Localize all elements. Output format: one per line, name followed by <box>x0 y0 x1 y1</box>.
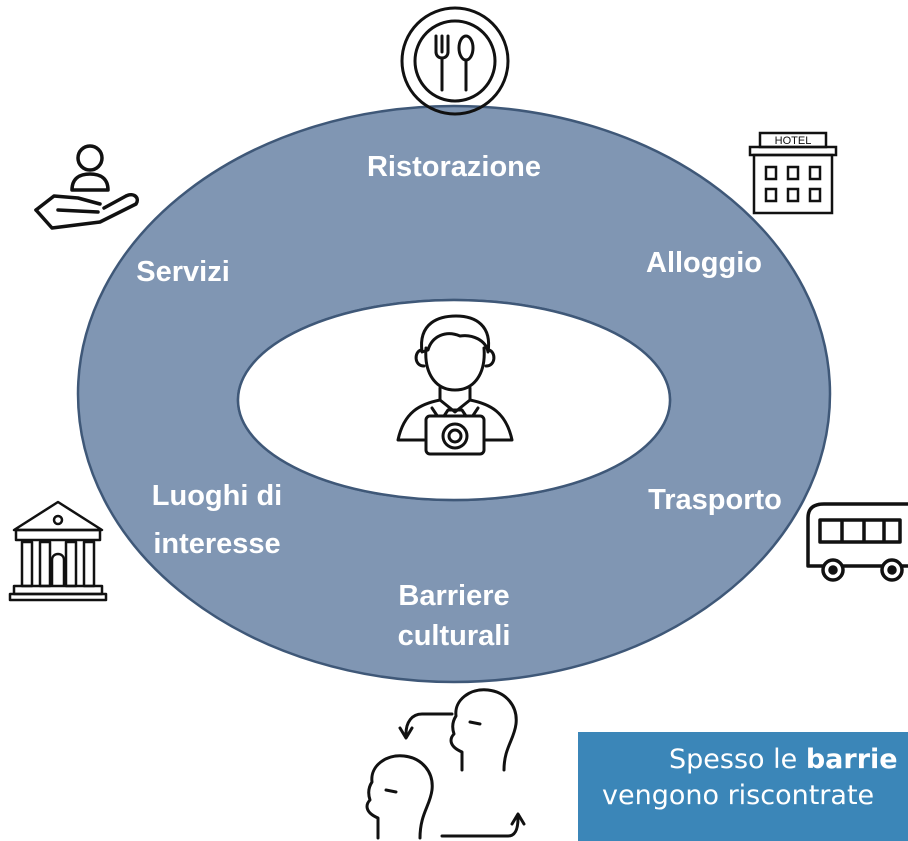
label-barriere-line2: culturali <box>398 620 511 652</box>
label-alloggio: Alloggio <box>646 247 762 279</box>
info-callout: Spesso le barrie vengono riscontrate <box>578 732 908 841</box>
bus-icon <box>806 502 908 582</box>
callout-line1-bold: barrie <box>805 744 898 775</box>
label-barriere-line1: Barriere <box>398 580 509 612</box>
label-servizi: Servizi <box>136 256 230 288</box>
label-luoghi-line1: Luoghi di <box>152 480 282 512</box>
tourist-camera-icon <box>396 314 514 456</box>
hotel-icon: HOTEL <box>748 131 838 215</box>
label-luoghi-line2: interesse <box>153 528 280 560</box>
svg-text:HOTEL: HOTEL <box>775 135 812 147</box>
inner-hole <box>236 298 672 502</box>
callout-line1-prefix: Spesso le <box>669 744 806 775</box>
label-ristorazione: Ristorazione <box>367 151 541 183</box>
service-hand-person-icon <box>34 144 139 230</box>
cultural-exchange-heads-icon <box>365 688 526 840</box>
label-trasporto: Trasporto <box>648 484 782 516</box>
plate-cutlery-icon <box>400 6 510 116</box>
callout-line2: vengono riscontrate <box>602 780 875 811</box>
museum-building-icon <box>8 500 108 602</box>
